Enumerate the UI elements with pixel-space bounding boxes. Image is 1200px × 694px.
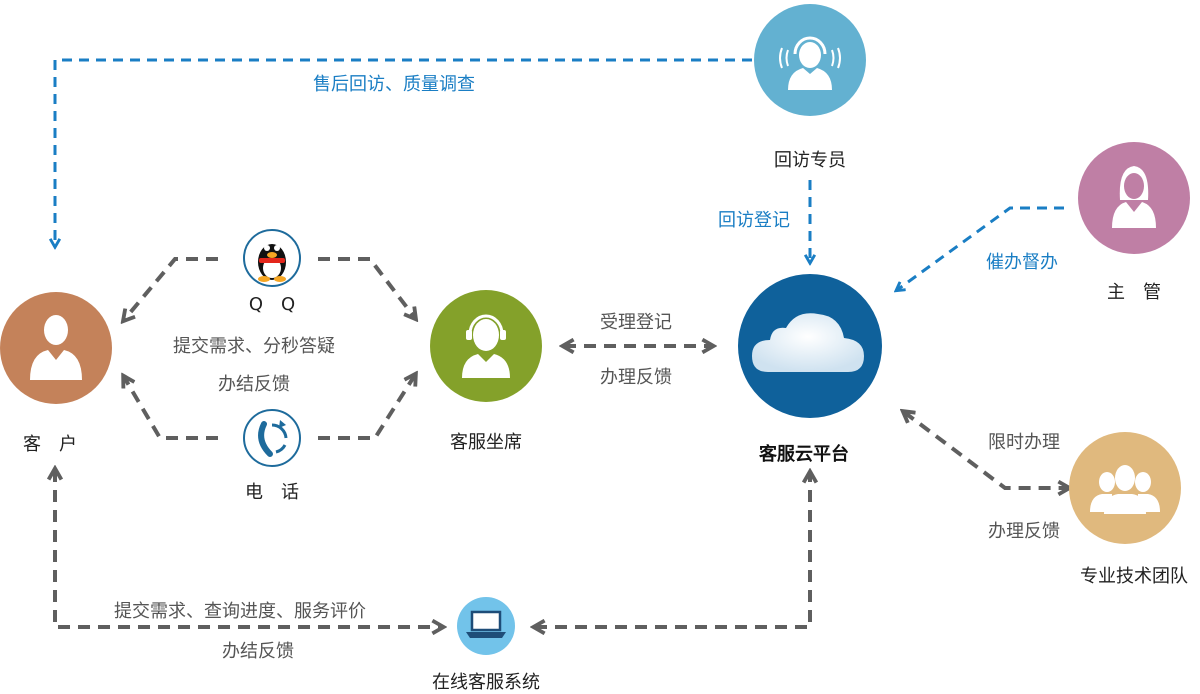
- link-phone-to-customer: [124, 377, 218, 440]
- agent-label: 客服坐席: [450, 432, 522, 453]
- node-agent: [430, 290, 542, 402]
- visit-register-label: 回访登记: [718, 210, 790, 231]
- qq-penguin-icon: [258, 244, 286, 282]
- submit-instant-label: 提交需求、分秒答疑: [173, 336, 335, 357]
- node-tech-team: [1069, 432, 1181, 544]
- phone-label: 电 话: [245, 482, 299, 503]
- headset-caller-icon: [779, 36, 841, 90]
- handle-feedback-team-label: 办理反馈: [988, 521, 1060, 542]
- team-icon: [1090, 465, 1160, 514]
- businessman-icon: [30, 315, 82, 380]
- node-phone: [243, 409, 301, 467]
- accept-register-label: 受理登记: [600, 312, 672, 333]
- link-qq-to-customer: [124, 257, 218, 320]
- node-qq: [243, 229, 301, 287]
- qq-label: Q Q: [248, 294, 296, 315]
- link-qq-to-agent: [318, 257, 415, 318]
- node-customer: [0, 292, 112, 404]
- node-online-system: [457, 597, 515, 655]
- cloud-icon: [752, 313, 864, 372]
- urge-label: 催办督办: [986, 252, 1058, 273]
- visit-specialist-label: 回访专员: [774, 150, 846, 171]
- handle-feedback-agent-label: 办理反馈: [600, 367, 672, 388]
- finish-feedback-channels-label: 办结反馈: [218, 374, 290, 395]
- customer-label: 客 户: [23, 434, 77, 455]
- link-cloud-team: [904, 412, 1068, 488]
- woman-icon: [1112, 166, 1156, 228]
- link-urge: [897, 206, 1064, 290]
- submit-online-label: 提交需求、查询进度、服务评价: [114, 601, 366, 622]
- link-after-sales: [55, 58, 752, 246]
- link-online-cloud: [535, 473, 810, 627]
- supervisor-label: 主 管: [1107, 282, 1161, 303]
- node-cloud-platform: [738, 274, 882, 418]
- headset-agent-icon: [462, 314, 510, 378]
- time-limit-label: 限时办理: [988, 432, 1060, 453]
- laptop-icon: [466, 610, 506, 638]
- after-sales-label: 售后回访、质量调查: [313, 74, 475, 95]
- online-system-label: 在线客服系统: [432, 672, 540, 693]
- link-phone-to-agent: [318, 375, 415, 440]
- tech-team-label: 专业技术团队: [1080, 566, 1188, 587]
- cloud-platform-label: 客服云平台: [759, 444, 849, 465]
- node-visit-specialist: [754, 4, 866, 116]
- phone-callback-icon: [258, 420, 288, 457]
- node-supervisor: [1078, 142, 1190, 254]
- finish-feedback-online-label: 办结反馈: [222, 641, 294, 662]
